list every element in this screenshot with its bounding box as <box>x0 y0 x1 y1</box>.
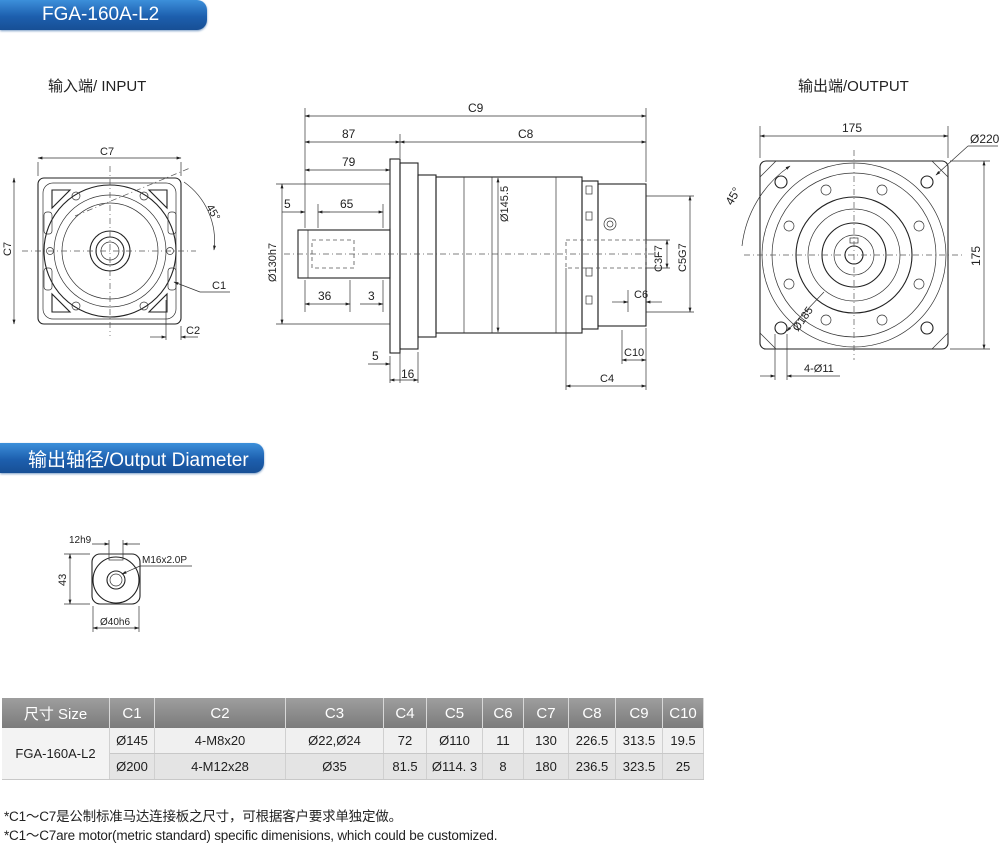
header-c6: C6 <box>482 698 524 728</box>
table-cell: 25 <box>662 753 704 780</box>
input-view: 输入端/ INPUT C7 C7 45° <box>2 78 230 340</box>
header-c8: C8 <box>568 698 616 728</box>
output-view: 输出端/OUTPUT 175 Ø220 4 <box>722 78 1000 380</box>
output-dim-d220: Ø220 <box>970 132 1000 146</box>
table-cell: 72 <box>383 728 427 754</box>
shaft-dim-thread: M16x2.0P <box>142 555 187 566</box>
table-cell: Ø200 <box>109 753 155 780</box>
note-english: *C1～C7are motor(metric standard) specifi… <box>4 828 498 843</box>
side-dim-c8: C8 <box>518 127 534 141</box>
shaft-dim-diameter: Ø40h6 <box>100 617 130 628</box>
header-c7: C7 <box>523 698 569 728</box>
table-cell: 130 <box>523 728 569 754</box>
output-flange <box>389 158 401 354</box>
input-corner-tl <box>51 189 72 210</box>
side-view: C9 87 C8 79 65 5 Ø130h7 Ø145.5 36 3 <box>267 101 694 390</box>
header-size: 尺寸 Size <box>2 698 110 728</box>
table-cell: 4-M8x20 <box>154 728 286 754</box>
side-dim-c3f7: C3F7 <box>653 245 665 272</box>
header-c5: C5 <box>426 698 483 728</box>
side-dim-36: 36 <box>318 289 332 303</box>
table-cell: 226.5 <box>568 728 616 754</box>
output-dim-angle: 45° <box>722 185 743 208</box>
table-cell: Ø110 <box>426 728 483 754</box>
table-cell: Ø35 <box>285 753 384 780</box>
side-dim-5-bottom: 5 <box>372 349 379 363</box>
model-title: FGA-160A-L2 <box>42 4 160 25</box>
table-row: Ø200 4-M12x28 Ø35 81.5 Ø114. 3 8 180 236… <box>2 753 704 780</box>
output-diameter-banner: 输出轴径/Output Diameter <box>0 443 264 473</box>
table-cell: 81.5 <box>383 753 427 780</box>
header-c1: C1 <box>109 698 155 728</box>
size-cell: FGA-160A-L2 <box>2 728 110 780</box>
side-dim-c4: C4 <box>600 373 614 385</box>
input-dim-angle: 45° <box>203 203 222 223</box>
output-dim-175-right: 175 <box>969 246 983 266</box>
table-cell: 323.5 <box>615 753 663 780</box>
header-c9: C9 <box>615 698 663 728</box>
table-cell: 313.5 <box>615 728 663 754</box>
output-dim-holes: 4-Ø11 <box>804 363 834 375</box>
input-corner-br <box>147 292 168 313</box>
header-c2: C2 <box>154 698 286 728</box>
output-dim-175-top: 175 <box>842 121 862 135</box>
header-c4: C4 <box>383 698 427 728</box>
side-dim-c6: C6 <box>634 289 648 301</box>
table-cell: Ø145 <box>109 728 155 754</box>
side-dim-c5g7: C5G7 <box>677 243 689 272</box>
table-cell: 8 <box>482 753 524 780</box>
input-corner-tr <box>147 189 168 210</box>
side-dim-87: 87 <box>342 127 356 141</box>
output-dim-d185: Ø185 <box>791 305 816 334</box>
model-banner: FGA-160A-L2 <box>0 0 207 30</box>
input-dim-c7-top: C7 <box>100 146 114 158</box>
input-corner-bl <box>51 292 72 313</box>
table-cell: Ø22,Ø24 <box>285 728 384 754</box>
motor-adapter <box>597 183 647 327</box>
side-dim-c10: C10 <box>624 347 644 359</box>
header-c10: C10 <box>662 698 704 728</box>
note-chinese: *C1～C7是公制标准马达连接板之尺寸，可根据客户要求单独定做。 <box>4 809 402 824</box>
technical-drawing: 输入端/ INPUT C7 C7 45° <box>2 78 1000 632</box>
table-cell: 236.5 <box>568 753 616 780</box>
output-view-label: 输出端/OUTPUT <box>798 78 909 95</box>
side-dim-3: 3 <box>368 289 375 303</box>
input-dim-c7-left: C7 <box>2 242 14 256</box>
table-cell: Ø114. 3 <box>426 753 483 780</box>
shaft-dim-43: 43 <box>57 574 69 586</box>
header-c3: C3 <box>285 698 384 728</box>
table-cell: 11 <box>482 728 524 754</box>
side-dim-79: 79 <box>342 155 356 169</box>
table-row: FGA-160A-L2 Ø145 4-M8x20 Ø22,Ø24 72 Ø110… <box>2 728 704 780</box>
shaft-dim-key: 12h9 <box>69 535 92 546</box>
side-dim-d145: Ø145.5 <box>499 186 511 222</box>
input-dim-c1: C1 <box>212 280 226 292</box>
side-dim-16: 16 <box>401 367 415 381</box>
side-dim-65: 65 <box>340 197 354 211</box>
input-dim-c2: C2 <box>186 325 200 337</box>
output-diameter-title: 输出轴径/Output Diameter <box>28 449 249 471</box>
size-table: 尺寸 Size C1 C2 C3 C4 C5 C6 C7 C8 C9 C10 F… <box>2 698 704 780</box>
input-view-label: 输入端/ INPUT <box>48 78 146 95</box>
side-dim-d130: Ø130h7 <box>267 243 279 282</box>
size-table-header: 尺寸 Size C1 C2 C3 C4 C5 C6 C7 C8 C9 C10 <box>2 698 704 728</box>
side-dim-c9: C9 <box>468 101 484 115</box>
table-cell: 180 <box>523 753 569 780</box>
table-cell: 4-M12x28 <box>154 753 286 780</box>
shaft-detail: 12h9 M16x2.0P 43 Ø40h6 <box>57 535 192 632</box>
side-dim-5-top: 5 <box>284 197 291 211</box>
table-cell: 19.5 <box>662 728 704 754</box>
